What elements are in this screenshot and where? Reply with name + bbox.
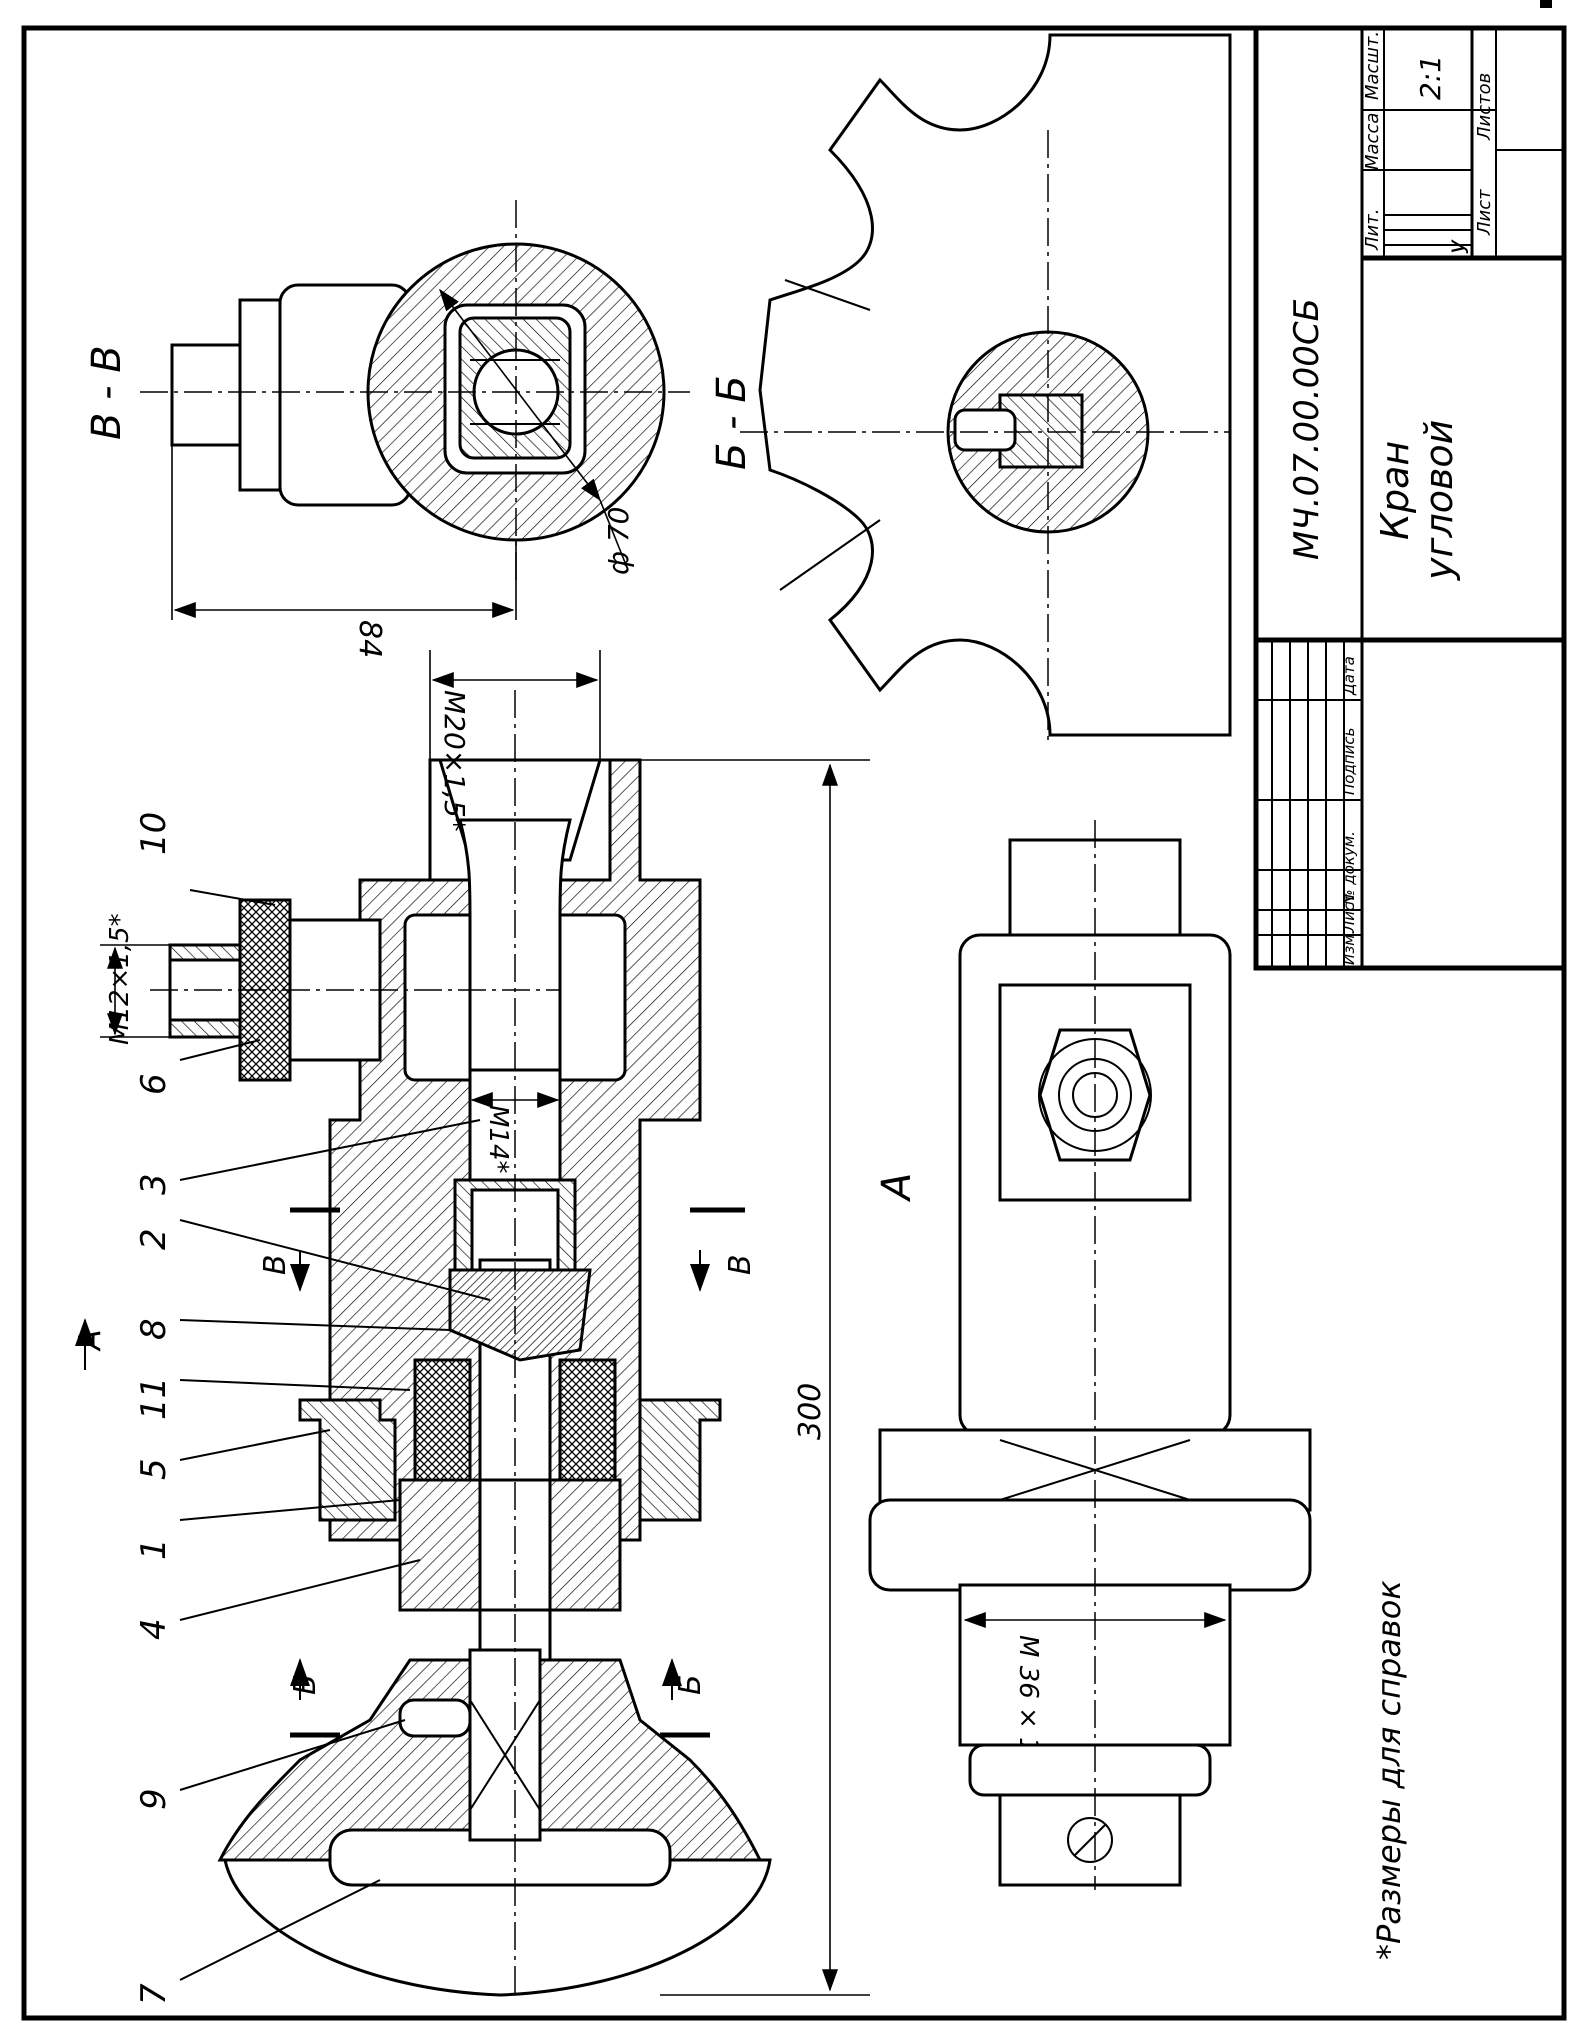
cut-mark-v-right: В: [723, 1254, 758, 1275]
rev-header-sign: Подпись: [1340, 728, 1358, 795]
designation: МЧ.07.00.00СБ: [1287, 298, 1327, 560]
view-a-arrow-label: А: [73, 1329, 108, 1352]
dim-70: ф 70: [602, 507, 635, 575]
callout-numbers: 10 6 3 2 8 11 5 1 4 9 7: [134, 812, 174, 2005]
callout-6: 6: [134, 1073, 174, 1095]
dim-300: 300: [793, 1383, 828, 1440]
rev-header-doc: № докум.: [1340, 831, 1358, 906]
rev-header-date: Дата: [1340, 656, 1358, 696]
callout-4: 4: [134, 1618, 174, 1640]
section-v-v: В - В 84 ф 70: [84, 200, 690, 658]
callout-8: 8: [134, 1318, 174, 1340]
title-block: МЧ.07.00.00СБ Кран угловой Лит. Масса Ма…: [1253, 25, 1567, 971]
dim-84: 84: [352, 620, 387, 658]
dim-m12: М12×1,5*: [105, 913, 135, 1045]
section-bb-label: Б - Б: [709, 375, 755, 470]
cut-mark-b-right: Б: [673, 1674, 708, 1695]
cut-mark-b-left: Б: [288, 1674, 323, 1695]
callout-9: 9: [134, 1788, 174, 1810]
col-scale-label: Масшт.: [1362, 31, 1383, 100]
cut-mark-v-left: В: [258, 1254, 293, 1275]
drawing-frame: [21, 25, 1567, 2021]
view-a-label: А: [874, 1173, 920, 1203]
callout-2: 2: [134, 1228, 174, 1250]
sheet-label: Лист: [1474, 189, 1495, 236]
reference-note: *Размеры для справок: [1370, 1580, 1408, 1960]
callout-1: 1: [134, 1538, 174, 1560]
scale-value: 2:1: [1414, 55, 1447, 100]
col-lit-label: Лит.: [1362, 209, 1383, 251]
rev-header-list: Лист: [1340, 893, 1358, 933]
callout-5: 5: [134, 1458, 174, 1480]
sheets-label: Листов: [1474, 73, 1495, 141]
callout-11: 11: [134, 1377, 174, 1420]
rev-header-izm: Изм.: [1340, 930, 1358, 965]
dim-m20: М20×1,5*: [438, 690, 471, 832]
col-mass-label: Масса: [1362, 113, 1383, 170]
dim-m14: М14*: [483, 1105, 513, 1174]
section-b-b: Б - Б: [709, 33, 1232, 740]
section-vv-label: В - В: [84, 345, 130, 440]
product-name-line2: угловой: [1417, 420, 1461, 581]
main-section: В В Б Б А 300 М20×1,5* М12×1,5* М14*: [73, 650, 870, 2005]
callout-10: 10: [134, 812, 174, 855]
callout-3: 3: [134, 1173, 174, 1195]
view-a: А М 36 × 1,5*: [868, 820, 1312, 1890]
callout-7: 7: [134, 1983, 174, 2005]
product-name-line1: Кран: [1373, 441, 1417, 540]
lit-value: У: [1449, 239, 1474, 254]
